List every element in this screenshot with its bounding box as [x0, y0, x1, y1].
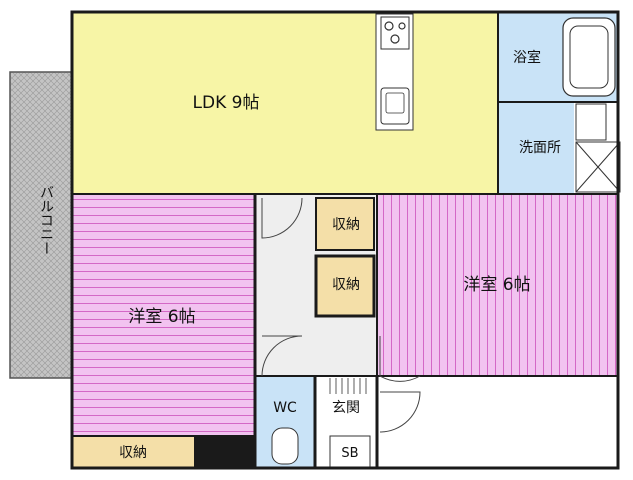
shoe-box	[329, 435, 371, 469]
storage-1-label: 収納	[332, 217, 360, 233]
ldk-label: LDK 9帖	[193, 93, 260, 113]
ldk-room	[72, 12, 498, 194]
wc-label: WC	[273, 400, 297, 416]
steps	[329, 378, 367, 394]
washroom-label: 洗面所	[519, 140, 561, 156]
storage-room-2	[314, 254, 376, 318]
shoe-box-label: SB	[341, 446, 358, 461]
western-room-right-label: 洋室 6帖	[463, 275, 530, 295]
storage-room-bottom	[72, 436, 194, 468]
western-room-left	[72, 194, 255, 436]
western-room-right	[377, 194, 618, 376]
storage-bottom-label: 収納	[119, 445, 147, 461]
balcony-label: バルコニー	[38, 185, 54, 255]
sink-icon	[380, 87, 410, 125]
bath-label: 浴室	[513, 49, 541, 66]
washroom	[498, 102, 574, 194]
toilet-icon	[271, 427, 299, 465]
storage-room-1	[315, 197, 375, 251]
western-room-left-label: 洋室 6帖	[128, 307, 195, 327]
wash-basin-icon	[575, 103, 607, 141]
storage-2-label: 収納	[332, 277, 360, 293]
walls	[70, 10, 620, 470]
door-swings	[261, 197, 421, 433]
balcony-area	[9, 71, 73, 379]
bathtub-icon	[562, 17, 616, 97]
stove-icon	[380, 16, 410, 50]
entrance	[315, 376, 377, 436]
entrance-label: 玄関	[332, 399, 360, 416]
